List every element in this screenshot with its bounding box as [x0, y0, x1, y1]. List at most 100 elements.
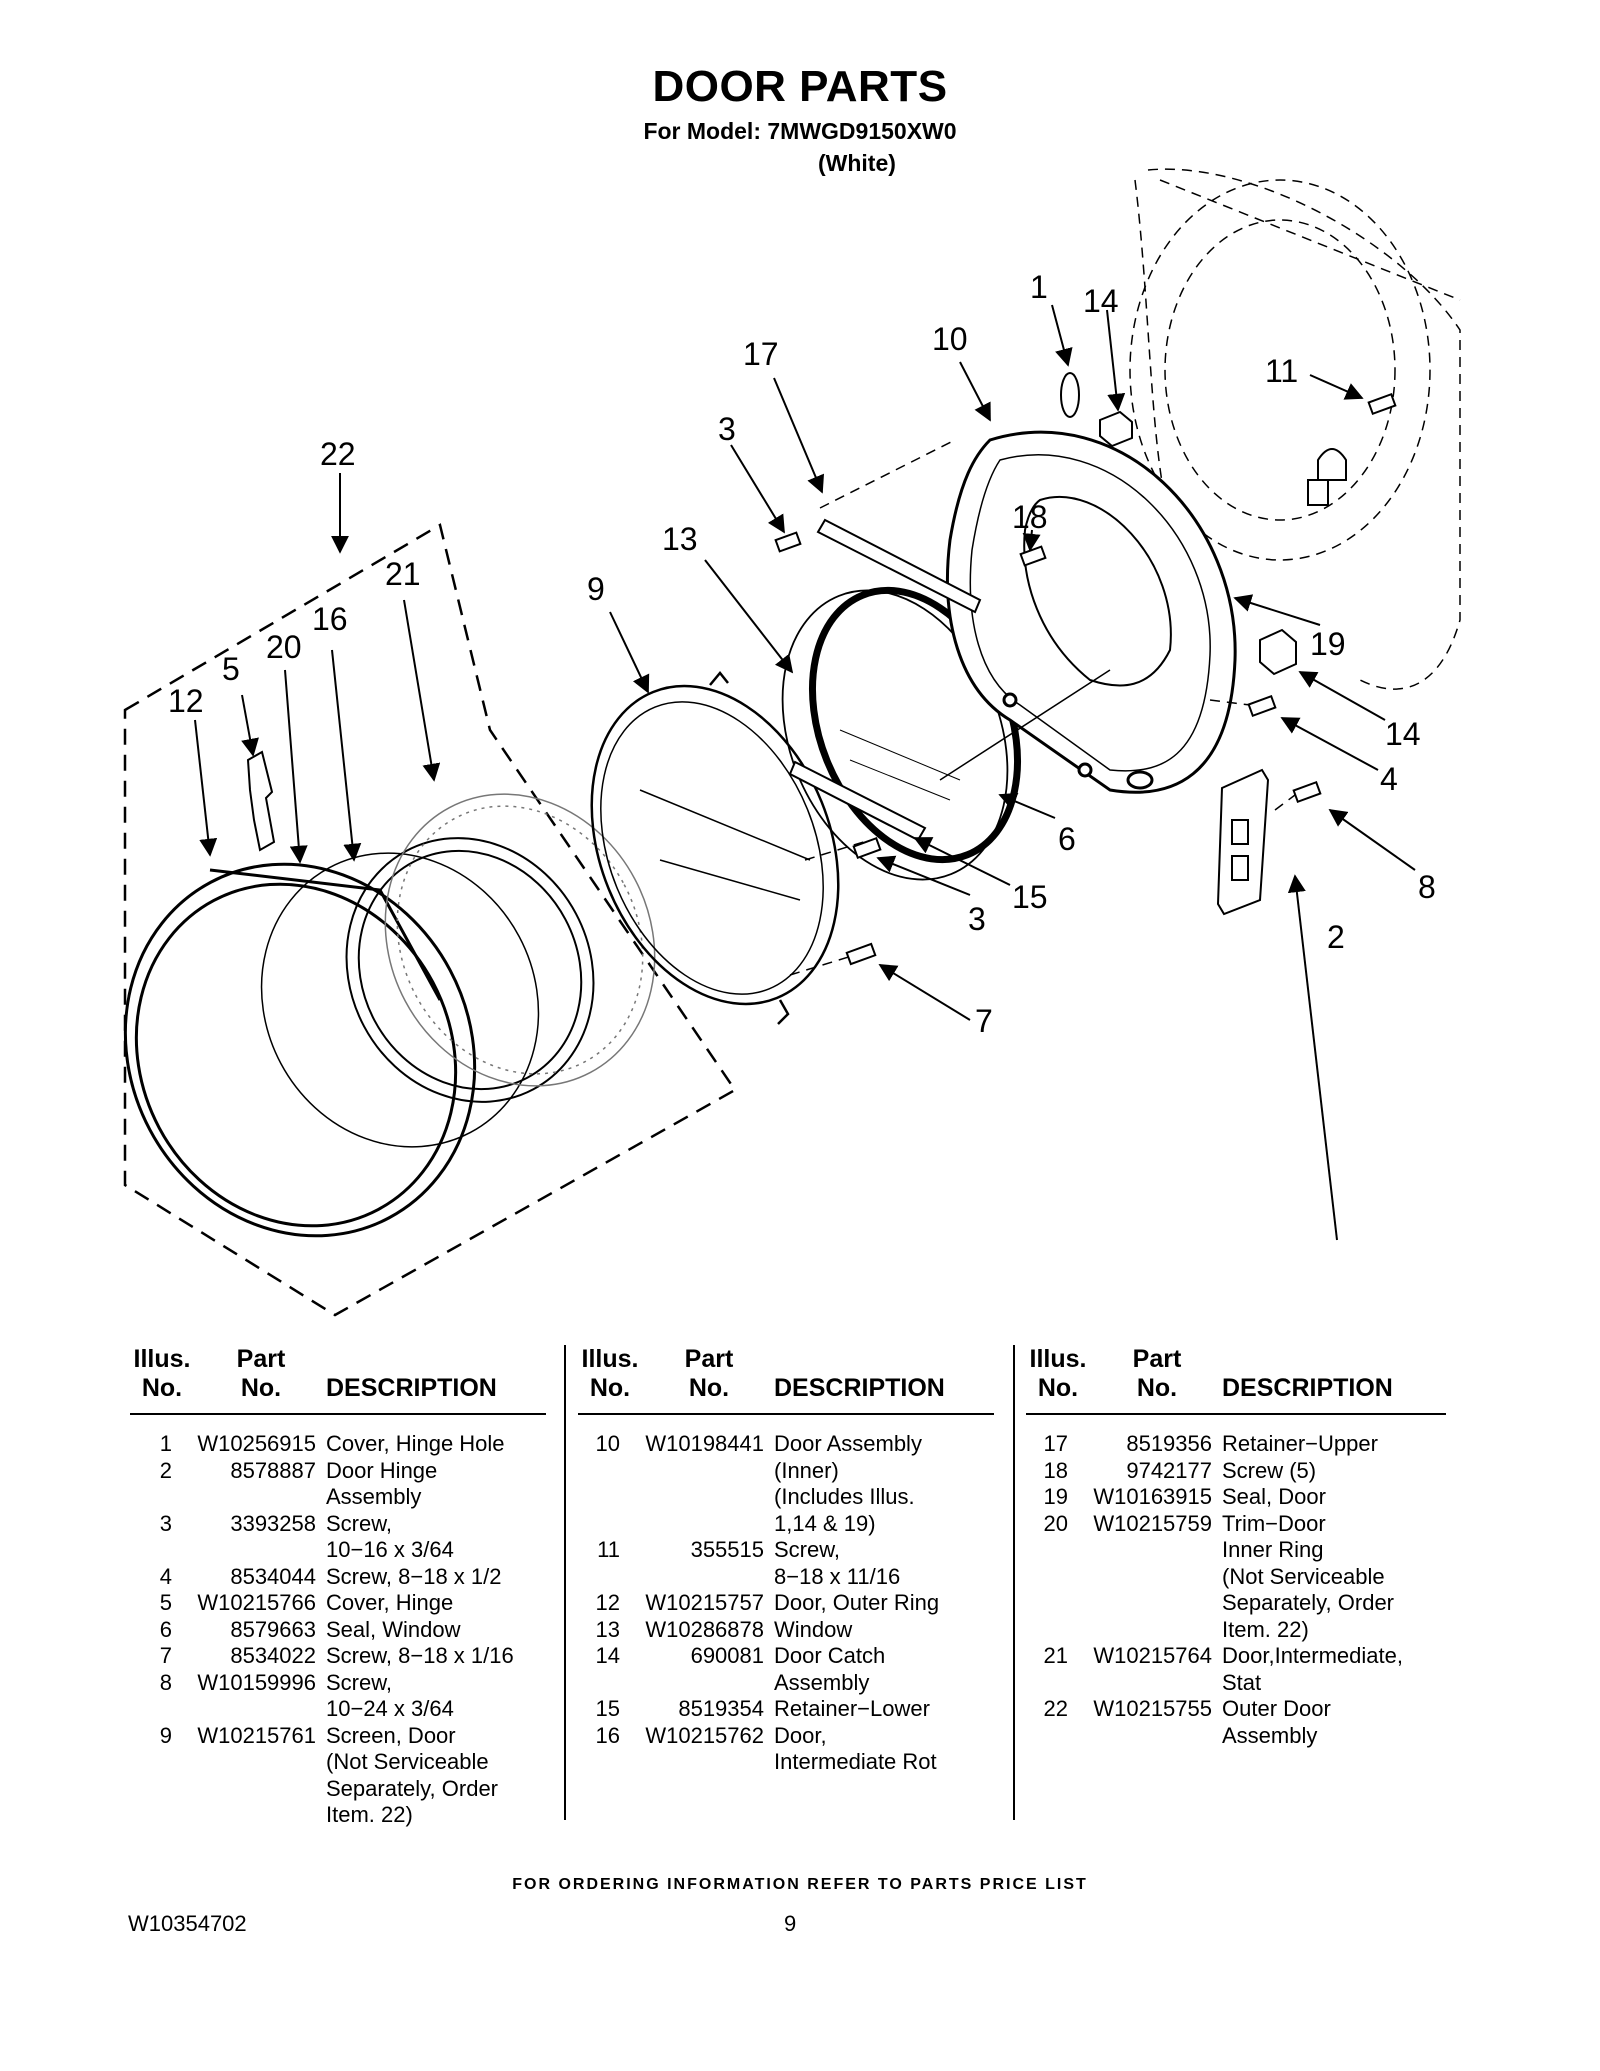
callout-11: 11 — [1265, 353, 1298, 389]
model-line: For Model: 7MWGD9150XW0 — [643, 118, 957, 144]
document-number: W10354702 — [128, 1911, 247, 1936]
description-line: Assembly — [326, 1484, 422, 1509]
callout-8: 8 — [1418, 869, 1436, 905]
description-line: 10−24 x 3/64 — [326, 1696, 454, 1721]
description-line: Door Hinge — [326, 1457, 438, 1483]
illus-number: 18 — [1043, 1457, 1068, 1483]
door-hinge-assembly — [1216, 768, 1270, 916]
part-number: 8519356 — [1126, 1431, 1212, 1456]
screw-3-lower-icon — [852, 836, 882, 860]
part-number: 9742177 — [1126, 1457, 1212, 1483]
header-illus-no: Illus.No. — [578, 1345, 642, 1403]
header-description: DESCRIPTION — [774, 1374, 945, 1402]
part-description: Door, Outer Ring — [774, 1590, 994, 1617]
description-line: Item. 22) — [1222, 1616, 1309, 1642]
part-description: Retainer−Upper — [1222, 1431, 1446, 1458]
description-line: Inner Ring — [1222, 1537, 1324, 1562]
parts-row: 6 8579663 Seal, Window — [130, 1617, 546, 1644]
callout-4: 4 — [1380, 761, 1398, 797]
part-number: 355515 — [690, 1537, 764, 1562]
part-number: W10215762 — [645, 1722, 764, 1748]
header-illus-line-2: No. — [1037, 1374, 1079, 1402]
callout-20: 20 — [266, 629, 302, 665]
part-number: 8534044 — [230, 1563, 316, 1589]
description-line: (Includes Illus. — [774, 1484, 915, 1509]
part-number: W10215755 — [1093, 1696, 1212, 1721]
description-line: Screw, — [326, 1669, 393, 1695]
callout-5: 5 — [222, 651, 240, 687]
illus-number: 6 — [159, 1616, 172, 1642]
part-description: Screw, 8−18 x 1/2 — [326, 1564, 546, 1591]
header-illus-line-2: No. — [141, 1374, 183, 1402]
illus-number: 3 — [159, 1510, 172, 1536]
door-catch-upper — [1099, 410, 1133, 448]
illus-number: 5 — [159, 1590, 172, 1615]
callout-10: 10 — [932, 321, 968, 357]
door-outer-ring — [123, 862, 477, 1238]
description-line: 8−18 x 11/16 — [774, 1563, 901, 1589]
part-description: Cover, Hinge Hole — [326, 1431, 546, 1458]
retainer-upper — [816, 518, 982, 614]
illus-number: 16 — [595, 1722, 620, 1748]
callout-3b: 3 — [968, 901, 986, 937]
illus-number: 4 — [159, 1563, 172, 1589]
header-illus-line-1: Illus. — [581, 1345, 639, 1373]
part-number: W10215766 — [197, 1590, 316, 1615]
header-part-line-1: Part — [1132, 1345, 1182, 1373]
description-line: Door,Intermediate, — [1222, 1643, 1403, 1668]
callout-leader-lines — [194, 304, 1416, 1241]
header-description: DESCRIPTION — [1222, 1374, 1393, 1402]
part-number: 8579663 — [230, 1616, 316, 1642]
description-line: Screen, Door — [326, 1722, 456, 1748]
parts-row: 5 W10215766 Cover, Hinge — [130, 1590, 546, 1617]
description-line: (Not Serviceable — [1222, 1563, 1385, 1589]
part-description: Seal, Window — [326, 1617, 546, 1644]
description-line: Separately, Order — [326, 1775, 499, 1801]
description-line: Door, — [774, 1722, 827, 1748]
callout-22: 22 — [320, 436, 356, 472]
callout-19: 19 — [1310, 626, 1346, 662]
exploded-parts-diagram: 1 2 3 3 4 5 6 7 8 9 10 11 12 13 14 14 15… — [123, 168, 1461, 1317]
description-line: (Inner) — [774, 1457, 839, 1483]
table-rows: 17 8519356 Retainer−Upper 18 9742177 Screw (5… — [1026, 1431, 1446, 1749]
description-line: Screw, 8−18 x 1/2 — [326, 1563, 502, 1589]
illus-number: 13 — [595, 1616, 620, 1642]
description-line: Seal, Window — [326, 1616, 461, 1642]
callout-1: 1 — [1030, 269, 1048, 305]
part-description: Screw, 8−18 x 1/16 — [326, 1643, 546, 1670]
callout-16: 16 — [312, 601, 348, 637]
description-line: Cover, Hinge — [326, 1590, 454, 1615]
part-description: Screw,10−16 x 3/64 — [326, 1511, 546, 1564]
illus-number: 2 — [159, 1457, 172, 1483]
header-description: DESCRIPTION — [326, 1374, 497, 1402]
parts-row: 4 8534044 Screw, 8−18 x 1/2 — [130, 1564, 546, 1591]
illus-number: 21 — [1043, 1643, 1068, 1668]
description-line: Assembly — [774, 1669, 870, 1695]
description-line: Screw (5) — [1222, 1457, 1317, 1483]
door-assembly-inner — [939, 430, 1237, 794]
outer-door-assembly-boundary — [123, 523, 737, 1317]
header-illus-no: Illus.No. — [130, 1345, 194, 1403]
part-number: W10256915 — [197, 1431, 316, 1456]
illus-number: 17 — [1043, 1431, 1068, 1456]
header-part-line-1: Part — [236, 1345, 286, 1373]
part-description: Window — [774, 1617, 994, 1644]
callout-2: 2 — [1327, 919, 1345, 955]
